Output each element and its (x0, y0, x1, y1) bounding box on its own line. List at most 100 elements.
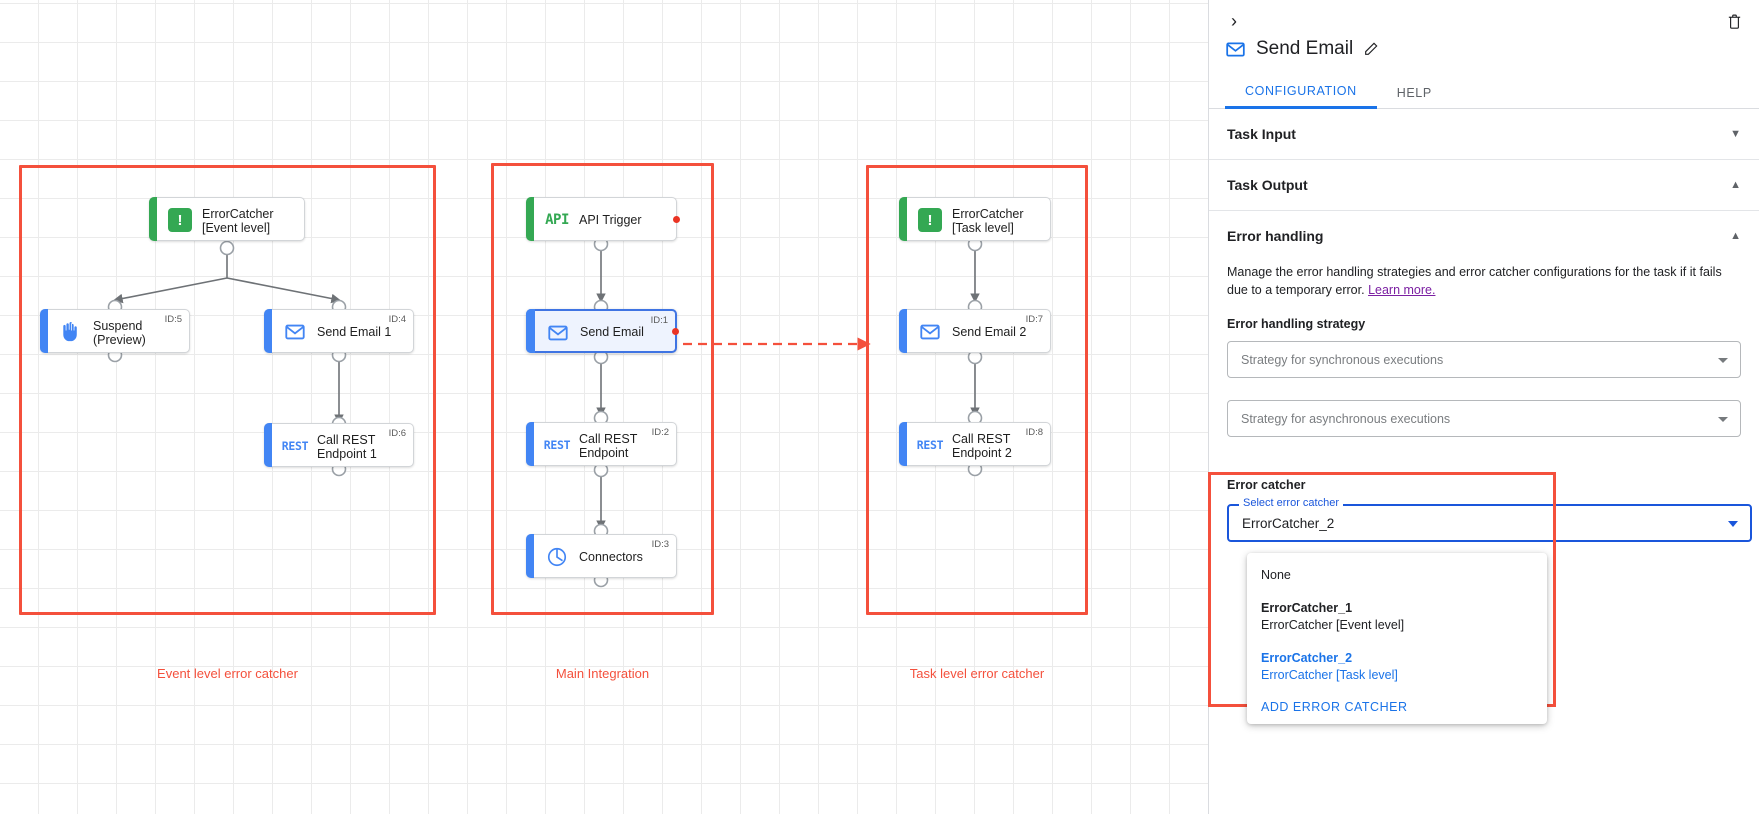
node-error-indicator-dot (673, 215, 680, 223)
menu-item-sub: ErrorCatcher [Event level] (1261, 618, 1405, 632)
section-title: Task Input (1227, 126, 1296, 142)
learn-more-link[interactable]: Learn more. (1368, 283, 1436, 297)
rest-icon: REST (282, 433, 309, 459)
menu-item-name: ErrorCatcher_2 (1261, 651, 1353, 665)
group-box-event-level (19, 165, 436, 615)
section-task-output-header[interactable]: Task Output ▲ (1227, 160, 1741, 210)
node-label: Send Email 2 (952, 325, 1027, 339)
chevron-up-icon[interactable]: ▲ (1730, 179, 1741, 191)
section-task-input: Task Input ▼ (1209, 109, 1759, 160)
node-accent (899, 309, 907, 353)
node-accent (526, 309, 535, 353)
chevron-right-icon[interactable]: › (1231, 10, 1237, 31)
node-api-trigger[interactable]: API API Trigger (526, 197, 680, 241)
menu-item-errorcatcher-1[interactable]: ErrorCatcher_1 ErrorCatcher [Event level… (1247, 590, 1547, 640)
node-label: Send Email (580, 325, 644, 339)
section-error-handling-header[interactable]: Error handling ▲ (1227, 211, 1741, 261)
error-catcher-icon: ! (167, 207, 193, 233)
node-accent (264, 423, 272, 467)
node-call-rest-endpoint-2[interactable]: REST Call REST Endpoint 2 ID:8 (899, 422, 1051, 466)
node-id: ID:8 (1025, 427, 1043, 438)
node-id: ID:3 (651, 539, 669, 550)
page-title: Send Email (1256, 38, 1354, 59)
node-id: ID:1 (650, 315, 668, 326)
sync-strategy-select[interactable]: Strategy for synchronous executions (1227, 341, 1741, 378)
node-error-indicator-dot (672, 327, 679, 335)
node-call-rest-endpoint-1[interactable]: REST Call REST Endpoint 1 ID:6 (264, 423, 414, 467)
async-strategy-value: Strategy for asynchronous executions (1241, 411, 1451, 426)
task-config-panel: › Send Email (1208, 0, 1759, 814)
node-accent (149, 197, 157, 241)
pencil-icon[interactable] (1363, 41, 1379, 57)
error-handling-description: Manage the error handling strategies and… (1227, 263, 1741, 299)
caption-task-level: Task level error catcher (909, 666, 1045, 681)
error-catcher-dropdown-menu: None ErrorCatcher_1 ErrorCatcher [Event … (1247, 553, 1547, 724)
select-error-catcher-value: ErrorCatcher_2 (1242, 515, 1335, 531)
select-error-catcher-label: Select error catcher (1239, 497, 1343, 509)
node-call-rest-endpoint[interactable]: REST Call REST Endpoint ID:2 (526, 422, 677, 466)
node-id: ID:7 (1025, 314, 1043, 325)
email-icon (282, 319, 308, 345)
node-id: ID:5 (164, 314, 182, 325)
caption-main-integration: Main Integration (555, 666, 650, 681)
group-box-task-level (866, 165, 1088, 615)
chevron-down-icon (1718, 357, 1728, 363)
node-accent (526, 197, 534, 241)
rest-icon: REST (917, 432, 944, 458)
tab-help[interactable]: HELP (1396, 85, 1432, 100)
node-suspend-preview[interactable]: Suspend (Preview) ID:5 (40, 309, 190, 353)
node-label: Send Email 1 (317, 325, 392, 339)
node-accent (526, 422, 534, 466)
chevron-up-icon[interactable]: ▲ (1730, 230, 1741, 242)
email-icon (917, 319, 943, 345)
node-error-catcher-event-level[interactable]: ! ErrorCatcher [Event level] (149, 197, 305, 241)
error-catcher-icon: ! (917, 207, 943, 233)
node-accent (40, 309, 48, 353)
section-title: Task Output (1227, 177, 1308, 193)
chevron-down-icon[interactable]: ▼ (1730, 128, 1741, 140)
section-task-output: Task Output ▲ (1209, 160, 1759, 211)
node-send-email-2[interactable]: Send Email 2 ID:7 (899, 309, 1051, 353)
description-text: Manage the error handling strategies and… (1227, 265, 1722, 297)
chevron-down-icon (1718, 416, 1728, 422)
node-accent (899, 422, 907, 466)
node-error-catcher-task-level[interactable]: ! ErrorCatcher [Task level] (899, 197, 1051, 241)
menu-item-errorcatcher-2[interactable]: ErrorCatcher_2 ErrorCatcher [Task level] (1247, 640, 1547, 690)
node-label: Suspend (Preview) (93, 319, 146, 347)
menu-item-label: None (1261, 568, 1291, 582)
error-handling-strategy-label: Error handling strategy (1227, 317, 1366, 331)
error-catcher-block: Error catcher Select error catcher Error… (1219, 478, 1752, 724)
connector-edges (107, 236, 983, 588)
node-connectors[interactable]: Connectors ID:3 (526, 534, 677, 578)
email-icon (545, 320, 571, 346)
menu-item-none[interactable]: None (1247, 561, 1547, 590)
node-send-email-1[interactable]: Send Email 1 ID:4 (264, 309, 414, 353)
node-accent (526, 534, 534, 578)
node-send-email[interactable]: Send Email ID:1 (526, 309, 679, 353)
panel-header: › Send Email (1209, 0, 1759, 76)
section-task-input-header[interactable]: Task Input ▼ (1227, 109, 1741, 159)
menu-item-sub: ErrorCatcher [Task level] (1261, 668, 1398, 682)
async-strategy-select[interactable]: Strategy for asynchronous executions (1227, 400, 1741, 437)
section-title: Error handling (1227, 228, 1324, 244)
node-label: Call REST Endpoint 1 (317, 433, 377, 461)
chevron-down-icon (1728, 521, 1738, 527)
sync-strategy-value: Strategy for synchronous executions (1241, 352, 1444, 367)
section-error-handling: Error handling ▲ Manage the error handli… (1209, 211, 1759, 447)
api-icon: API (544, 207, 570, 233)
rest-icon-text: REST (543, 438, 571, 452)
add-error-catcher-button[interactable]: ADD ERROR CATCHER (1261, 700, 1408, 714)
select-error-catcher-dropdown[interactable]: Select error catcher ErrorCatcher_2 (1227, 497, 1752, 542)
integration-canvas[interactable]: Event level error catcher Main Integrati… (0, 0, 1208, 814)
node-label: Connectors (579, 550, 643, 564)
panel-title-row: Send Email (1225, 38, 1379, 60)
node-id: ID:6 (388, 428, 406, 439)
group-box-main-integration (491, 163, 714, 615)
connectors-icon (544, 544, 570, 570)
node-label: API Trigger (579, 213, 642, 227)
tab-configuration[interactable]: CONFIGURATION (1225, 76, 1377, 109)
trash-icon[interactable] (1721, 8, 1747, 34)
menu-item-name: ErrorCatcher_1 (1261, 601, 1353, 615)
panel-tabs: CONFIGURATION HELP (1209, 76, 1759, 109)
